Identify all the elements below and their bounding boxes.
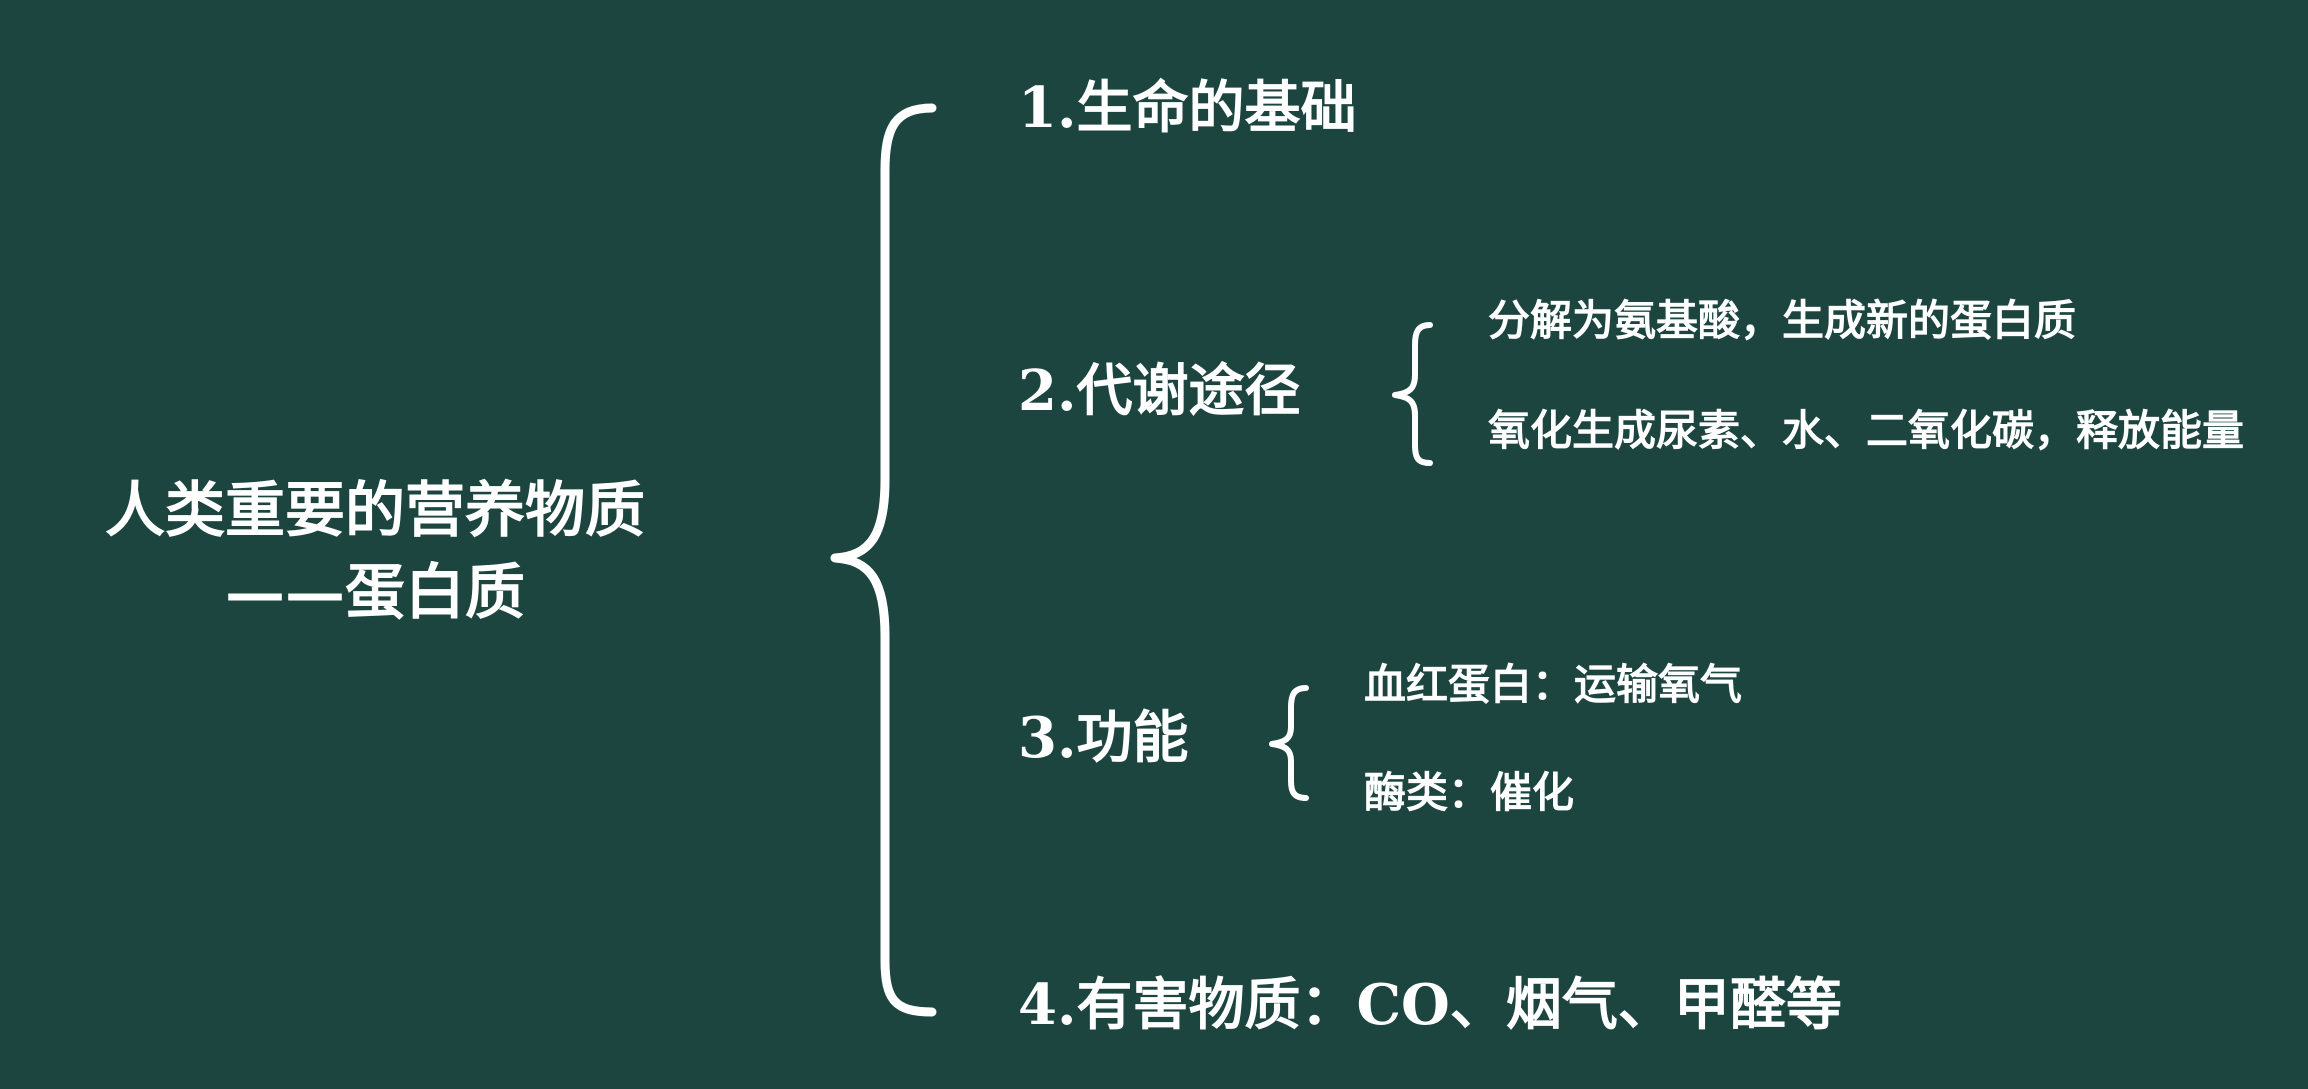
function-brace — [1269, 685, 1309, 801]
leaf-enzymes: 酶类：催化 — [1364, 768, 1575, 817]
root-title-line2: ——蛋白质 — [225, 558, 525, 628]
branch-harmful-substances: 4.有害物质：CO、烟气、甲醛等 — [1018, 972, 1842, 1038]
root-title-line1: 人类重要的营养物质 — [105, 476, 645, 546]
branch-basis-of-life: 1.生命的基础 — [1018, 75, 1357, 141]
leaf-oxidation-energy: 氧化生成尿素、水、二氧化碳，释放能量 — [1488, 406, 2245, 455]
main-brace — [830, 103, 937, 1017]
leaf-decompose-amino-acids: 分解为氨基酸，生成新的蛋白质 — [1488, 296, 2077, 345]
branch-function: 3.功能 — [1018, 705, 1189, 771]
branch-metabolic-pathway: 2.代谢途径 — [1018, 358, 1301, 424]
root-topic: 人类重要的营养物质 ——蛋白质 — [40, 470, 710, 634]
metabolism-brace — [1392, 322, 1433, 466]
leaf-hemoglobin: 血红蛋白：运输氧气 — [1364, 660, 1743, 709]
